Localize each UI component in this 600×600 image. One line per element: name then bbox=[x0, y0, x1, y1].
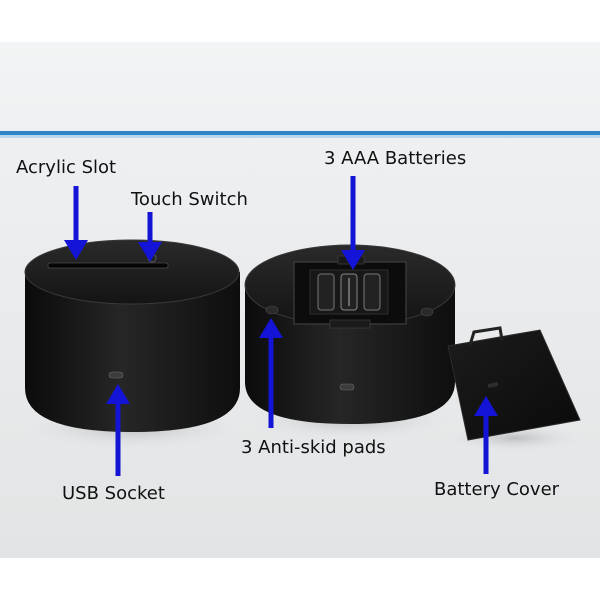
left-lamp-base bbox=[24, 239, 240, 432]
arrow-aaa-batteries bbox=[341, 176, 365, 270]
label-anti-skid-pads: 3 Anti-skid pads bbox=[241, 437, 386, 458]
label-acrylic-slot: Acrylic Slot bbox=[16, 157, 117, 178]
label-aaa-batteries: 3 AAA Batteries bbox=[324, 148, 467, 169]
accent-line bbox=[0, 131, 600, 135]
label-touch-switch: Touch Switch bbox=[131, 189, 248, 210]
accent-line-glow bbox=[0, 135, 600, 138]
label-battery-cover: Battery Cover bbox=[434, 479, 560, 500]
top-band bbox=[0, 42, 600, 130]
arrow-anti-skid-pad bbox=[259, 318, 283, 428]
battery-cover bbox=[447, 326, 581, 441]
arrow-battery-cover bbox=[474, 396, 498, 474]
arrow-acrylic-slot bbox=[64, 186, 88, 260]
arrow-touch-switch bbox=[138, 212, 162, 262]
arrow-usb-socket bbox=[106, 384, 130, 476]
acrylic-slot-groove bbox=[47, 262, 169, 269]
right-lamp-base bbox=[244, 244, 456, 424]
usb-socket-port bbox=[108, 371, 124, 379]
label-usb-socket: USB Socket bbox=[62, 483, 165, 504]
usb-socket-port bbox=[339, 383, 355, 391]
battery-compartment bbox=[293, 255, 407, 329]
anti-skid-pad bbox=[420, 307, 434, 317]
anti-skid-pad bbox=[265, 305, 279, 315]
